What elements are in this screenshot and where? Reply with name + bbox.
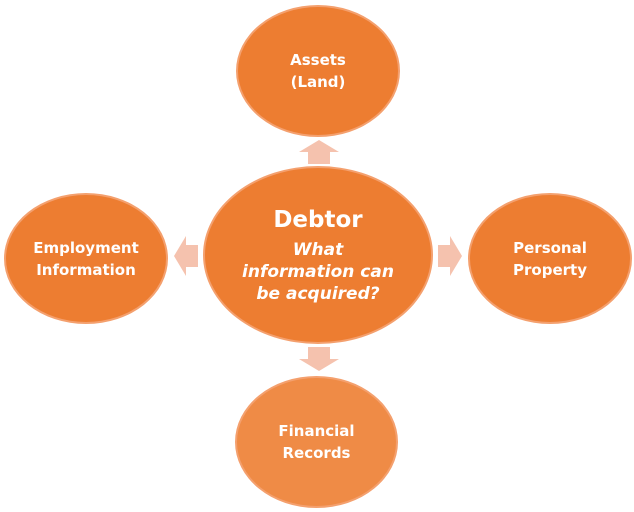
node-employment-information: Employment Information [4,193,168,324]
arrow-left-icon [174,236,198,276]
node-personal-property-line-2: Property [513,260,587,279]
node-financial-records: Financial Records [235,376,398,508]
center-subtitle-line-1: What [292,240,344,260]
arrow-up-icon [299,140,339,164]
node-personal-property: Personal Property [468,193,632,324]
node-assets-line-1: Assets [290,51,346,69]
node-employment-line-1: Employment [33,238,139,257]
arrow-down-icon [299,347,339,371]
node-assets-land: Assets (Land) [236,5,400,137]
center-title: Debtor [273,207,363,233]
node-employment-line-2: Information [36,260,136,279]
center-subtitle-line-2: information can [242,262,394,282]
node-financial-records-line-2: Records [282,444,351,462]
node-financial-records-line-1: Financial [278,422,355,440]
node-personal-property-line-1: Personal [513,238,587,257]
center-subtitle-line-3: be acquired? [256,284,380,304]
node-assets-line-2: (Land) [290,73,346,91]
node-debtor-center: Debtor What information can be acquired? [203,166,433,344]
arrow-right-icon [438,236,462,276]
